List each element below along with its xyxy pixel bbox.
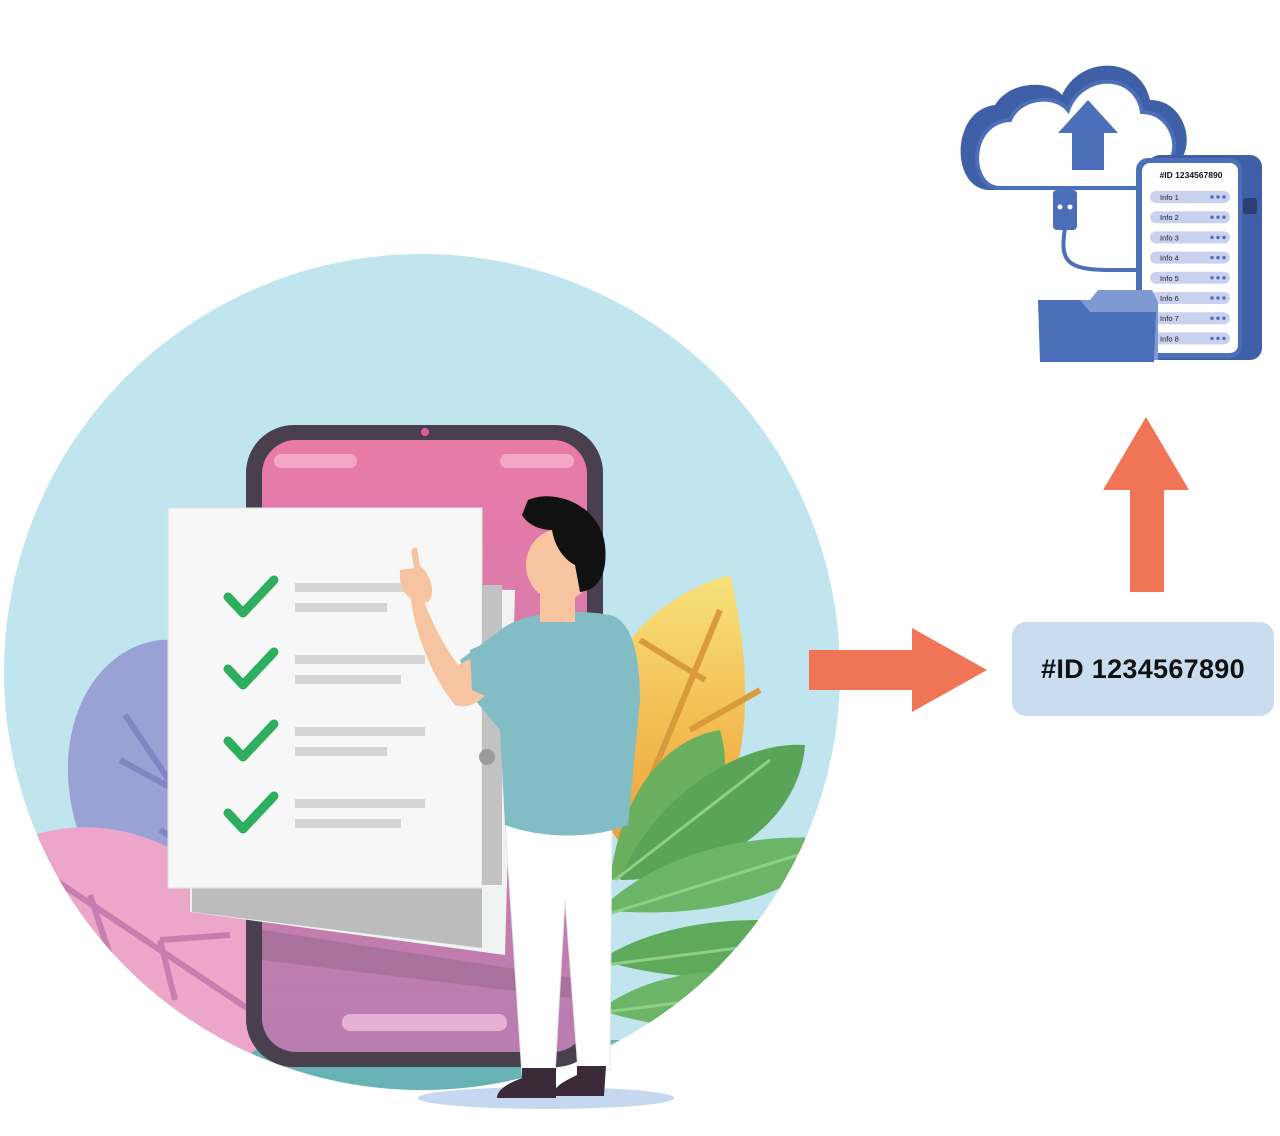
document-front [167,507,483,889]
status-dot-icon [1210,316,1214,320]
check-item [223,575,425,618]
server-row-label: Info 5 [1160,274,1179,283]
status-dot-icon [1216,235,1220,240]
server-row-label: Info 7 [1160,314,1179,323]
person [399,496,674,1109]
text-line [295,583,425,592]
server-row-bar [1150,312,1230,325]
server-row: Info 2 [1150,211,1230,224]
green-leaf [610,730,726,880]
status-dot-icon [1222,316,1226,320]
status-dot-icon [1222,215,1226,219]
status-dot-icon [1216,316,1220,320]
hair [522,496,606,592]
status-dot-icon [1210,235,1214,240]
status-dot-icon [1216,255,1220,260]
server-row: Info 6 [1150,292,1230,304]
text-line [295,655,425,664]
server-row-bar [1150,332,1230,345]
text-line [295,819,401,828]
status-dot-icon [1222,296,1226,300]
text-line [295,727,425,736]
checklist-document [167,507,515,955]
text-line [295,799,425,808]
status-dot-icon [1210,215,1214,219]
check-icon [223,647,279,690]
usb-plug-icon [1053,190,1077,230]
server-row: Info 3 [1150,231,1230,244]
status-dot-icon [1222,276,1226,280]
server-row-label: Info 2 [1160,213,1179,222]
arrow-up [1103,417,1189,592]
server-row-bar [1150,191,1230,203]
server-row: Info 1 [1150,191,1230,203]
status-dot-icon [1216,276,1220,280]
status-dot-icon [1216,215,1220,219]
server-row-label: Info 4 [1160,254,1179,263]
check-icon [223,719,279,762]
text-line [295,603,387,612]
server-row: Info 8 [1150,332,1230,345]
status-dot-icon [1210,336,1214,341]
phone-pill-left [274,454,357,468]
status-dot-icon [1222,336,1226,341]
server-row-bar [1150,211,1230,224]
check-icon [223,575,279,618]
status-dot-icon [1210,296,1214,300]
server-row-label: Info 1 [1160,193,1179,202]
green-leaf [620,744,805,880]
green-leaf [600,837,840,913]
status-dot-icon [1222,195,1226,199]
id-label-box: #ID 1234567890 [1012,622,1274,716]
folder-icon [1038,290,1158,362]
status-dot-icon [1210,276,1214,280]
status-dot-icon [1216,195,1220,199]
shoe-right [553,1066,606,1096]
status-dot-icon [1210,255,1214,260]
arm [410,585,490,707]
server-row-bar [1150,231,1230,244]
shoe-left [497,1068,556,1098]
check-item [223,719,425,762]
server-row-bar [1150,292,1230,304]
status-dot-icon [1210,195,1214,199]
server-row: Info 4 [1150,251,1230,264]
id-label: #ID 1234567890 [1041,653,1245,684]
status-dot-icon [1222,255,1226,260]
server-row-label: Info 8 [1160,334,1179,343]
server-row-bar [1150,271,1230,284]
arrow-right [809,628,987,712]
server-row-label: Info 6 [1160,294,1179,303]
server-row-bar [1150,251,1230,264]
status-dot-icon [1222,235,1226,240]
phone-camera [421,428,429,436]
upload-arrow-icon [1058,100,1118,170]
text-line [295,675,401,684]
check-item [223,791,425,834]
phone-pill-right [500,454,574,468]
server-row: Info 5 [1150,271,1230,284]
check-item [223,647,425,690]
status-dot-icon [1216,296,1220,300]
phone-home-bar [342,1014,507,1031]
server-row: Info 7 [1150,312,1230,325]
text-line [295,747,387,756]
check-icon [223,791,279,834]
server-row-label: Info 3 [1160,233,1179,242]
status-dot-icon [1216,336,1220,341]
server-header: #ID 1234567890 [1159,170,1223,180]
